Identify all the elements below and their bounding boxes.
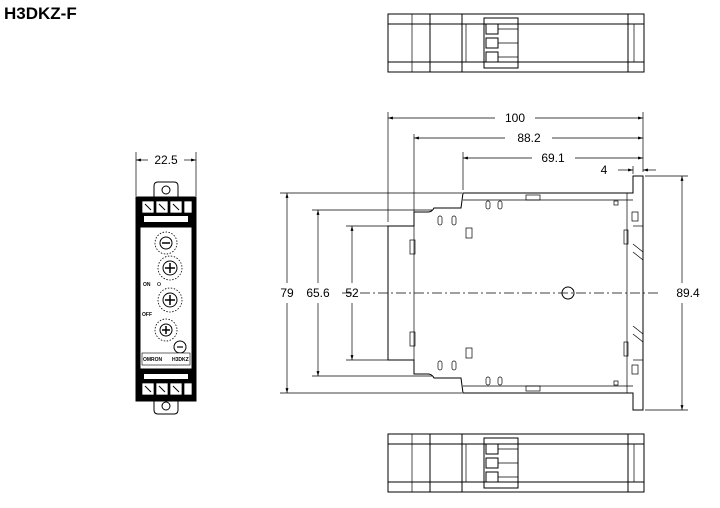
dimension-front-width: 22.5 [135, 152, 197, 196]
range-dial [154, 231, 178, 255]
on-label: ON [143, 282, 151, 288]
diagram-title: H3DKZ-F [4, 4, 77, 23]
dim-22-5: 22.5 [154, 153, 178, 167]
off-label: OFF [142, 312, 152, 318]
dim-89-4: 89.4 [676, 286, 700, 300]
dim-100: 100 [505, 111, 525, 125]
dim-4: 4 [601, 163, 608, 177]
scale-dial [157, 287, 183, 313]
on-time-dial [157, 255, 183, 281]
dimension-overall-height: 89.4 [645, 175, 700, 411]
off-range-dial [173, 340, 187, 354]
off-time-dial [154, 318, 178, 342]
dimension-heights: 79 65.6 52 [280, 192, 462, 394]
brand-label: OMRON [143, 357, 163, 363]
side-view [387, 175, 644, 411]
dimension-depth: 100 88.2 69.1 4 [387, 111, 656, 222]
bottom-view [387, 433, 645, 493]
front-view: ON OFF OMRON H3DKZ [135, 181, 197, 415]
dim-69-1: 69.1 [541, 151, 565, 165]
dim-79: 79 [280, 286, 294, 300]
model-label: H3DKZ [172, 357, 189, 363]
dim-65-6: 65.6 [306, 286, 330, 300]
top-view [387, 13, 645, 73]
dim-52: 52 [345, 286, 359, 300]
dim-88-2: 88.2 [517, 131, 541, 145]
